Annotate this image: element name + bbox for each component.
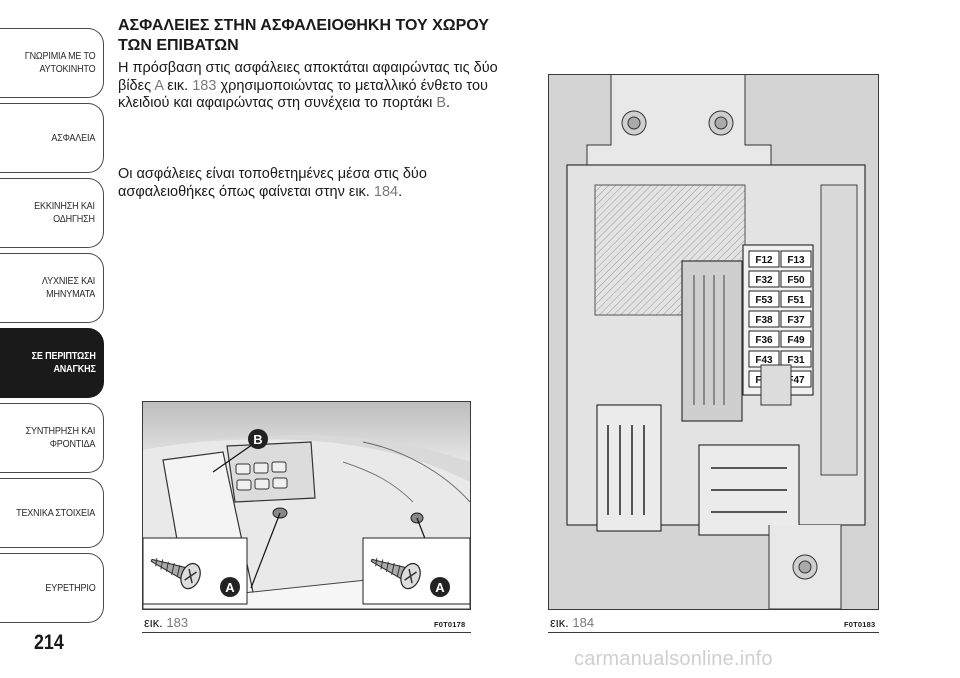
figure-reference: 184: [373, 183, 399, 200]
caption-rule: [548, 632, 879, 633]
callout-a-right: A: [430, 577, 450, 597]
callout-a-label: A: [435, 580, 445, 595]
tab-technical-data[interactable]: ΤΕΧΝΙΚΑ ΣΤΟΙΧΕΙΑ: [0, 478, 104, 548]
text: Οι ασφάλειες είναι τοποθετημένες μέσα στ…: [118, 166, 427, 200]
tab-label: ΛΥΧΝΙΕΣ ΚΑΙ ΜΗΝΥΜΑΤΑ: [42, 275, 96, 300]
tab-safety[interactable]: ΑΣΦΑΛΕΙΑ: [0, 103, 104, 173]
fuse-label: F53: [755, 295, 773, 306]
callout-a-label: A: [225, 580, 235, 595]
tab-index[interactable]: ΕΥΡΕΤΗΡΙΟ: [0, 553, 104, 623]
fuse-slot: [748, 270, 780, 288]
fuse-label: F50: [787, 275, 805, 286]
fuse-label: F36: [755, 335, 773, 346]
figure-184-code: F0T0183: [844, 620, 876, 629]
tab-starting-driving[interactable]: ΕΚΚΙΝΗΣΗ ΚΑΙ ΟΔΗΓΗΣΗ: [0, 178, 104, 248]
figure-183-code: F0T0178: [434, 620, 466, 629]
tab-label: ΑΣΦΑΛΕΙΑ: [51, 131, 96, 144]
tab-label: ΕΚΚΙΝΗΣΗ ΚΑΙ ΟΔΗΓΗΣΗ: [34, 200, 96, 225]
text: .: [398, 183, 403, 200]
bottom-bracket: [768, 525, 842, 609]
fuse-label: F31: [787, 355, 805, 366]
caption-prefix: εικ.: [550, 615, 569, 630]
fuse-label: F32: [755, 275, 773, 286]
callout-a-left: A: [220, 577, 240, 597]
fuse-label: F51: [787, 295, 805, 306]
text: Η πρόσβαση στις ασφάλειες αποκτάται αφαι…: [118, 60, 498, 94]
fuse-slot: [748, 310, 780, 328]
dashboard-panel-drawing: B A A: [143, 402, 470, 609]
fuse-label: F47: [787, 375, 805, 386]
caption-prefix: εικ.: [144, 615, 163, 630]
fuse-label: F12: [755, 255, 773, 266]
tab-emergency[interactable]: ΣΕ ΠΕΡΙΠΤΩΣΗ ΑΝΑΓΚΗΣ: [0, 328, 104, 398]
fuse-label: F43: [755, 355, 773, 366]
paragraph-access: Η πρόσβαση στις ασφάλειες αποκτάται αφαι…: [118, 60, 518, 113]
fuse-slot: [748, 330, 780, 348]
door-reference: Β: [436, 95, 447, 111]
fuse-slot: [780, 310, 812, 328]
connector-block: [681, 260, 743, 422]
left-connector: [596, 404, 662, 532]
figure-184-illustration: F12F13F32F50F53F51F38F37F36F49F43F31F48F…: [548, 74, 879, 610]
caption-rule: [142, 632, 471, 633]
callout-b-label: B: [253, 432, 262, 447]
tab-label: ΣΕ ΠΕΡΙΠΤΩΣΗ ΑΝΑΓΚΗΣ: [31, 350, 96, 375]
fuse-label: F49: [787, 335, 805, 346]
figure-183-caption: εικ. 183: [144, 615, 188, 630]
watermark: carmanualsonline.info: [574, 648, 773, 670]
figure-reference: 183: [192, 77, 217, 94]
fuse-label: F38: [755, 315, 773, 326]
tab-getting-to-know[interactable]: ΓΝΩΡΙΜΙΑ ΜΕ ΤΟ ΑΥΤΟΚΙΝΗΤΟ: [0, 28, 104, 98]
fuse-slot: [780, 270, 812, 288]
fuse-slot: [780, 250, 812, 268]
fuse-label: F37: [787, 315, 805, 326]
callout-b: B: [248, 429, 268, 449]
fuse-slot: [748, 250, 780, 268]
tab-label: ΓΝΩΡΙΜΙΑ ΜΕ ΤΟ ΑΥΤΟΚΙΝΗΤΟ: [24, 50, 96, 75]
fuse-slot: [748, 290, 780, 308]
caption-number: 183: [166, 615, 189, 630]
fuse-label: F13: [787, 255, 805, 266]
fuse-slot: [780, 330, 812, 348]
paragraph-location: Οι ασφάλειες είναι τοποθετημένες μέσα στ…: [118, 166, 518, 201]
fuse-slot: [780, 290, 812, 308]
screw-reference: Α: [154, 77, 164, 94]
screw-icon-right: [362, 537, 470, 605]
section-heading: ΑΣΦΑΛΕΙΕΣ ΣΤΗΝ ΑΣΦΑΛΕΙΟΘΗΚΗ ΤΟΥ ΧΩΡΟΥ ΤΩ…: [118, 17, 489, 54]
text: χρησιμοποιώντας το μεταλλικό ένθετο του …: [118, 77, 488, 112]
fuse-slot: [780, 350, 812, 368]
figure-184-caption: εικ. 184: [550, 615, 594, 630]
text: .: [446, 95, 451, 111]
fuse-box-drawing: F12F13F32F50F53F51F38F37F36F49F43F31F48F…: [549, 75, 878, 609]
page-number: 214: [34, 631, 64, 654]
figure-183-illustration: B A A: [142, 401, 471, 610]
caption-number: 184: [572, 615, 595, 630]
text: εικ.: [163, 77, 193, 94]
section-sidebar: ΓΝΩΡΙΜΙΑ ΜΕ ΤΟ ΑΥΤΟΚΙΝΗΤΟ ΑΣΦΑΛΕΙΑ ΕΚΚΙΝ…: [0, 0, 106, 623]
tab-warning-lights[interactable]: ΛΥΧΝΙΕΣ ΚΑΙ ΜΗΝΥΜΑΤΑ: [0, 253, 104, 323]
tab-maintenance[interactable]: ΣΥΝΤΗΡΗΣΗ ΚΑΙ ΦΡΟΝΤΙΔΑ: [0, 403, 104, 473]
tab-label: ΕΥΡΕΤΗΡΙΟ: [45, 581, 96, 594]
tab-label: ΣΥΝΤΗΡΗΣΗ ΚΑΙ ΦΡΟΝΤΙΔΑ: [25, 425, 96, 450]
top-bracket: [586, 75, 772, 166]
tab-label: ΤΕΧΝΙΚΑ ΣΤΟΙΧΕΙΑ: [16, 506, 96, 519]
fuse-grid: F12F13F32F50F53F51F38F37F36F49F43F31F48F…: [748, 250, 812, 388]
